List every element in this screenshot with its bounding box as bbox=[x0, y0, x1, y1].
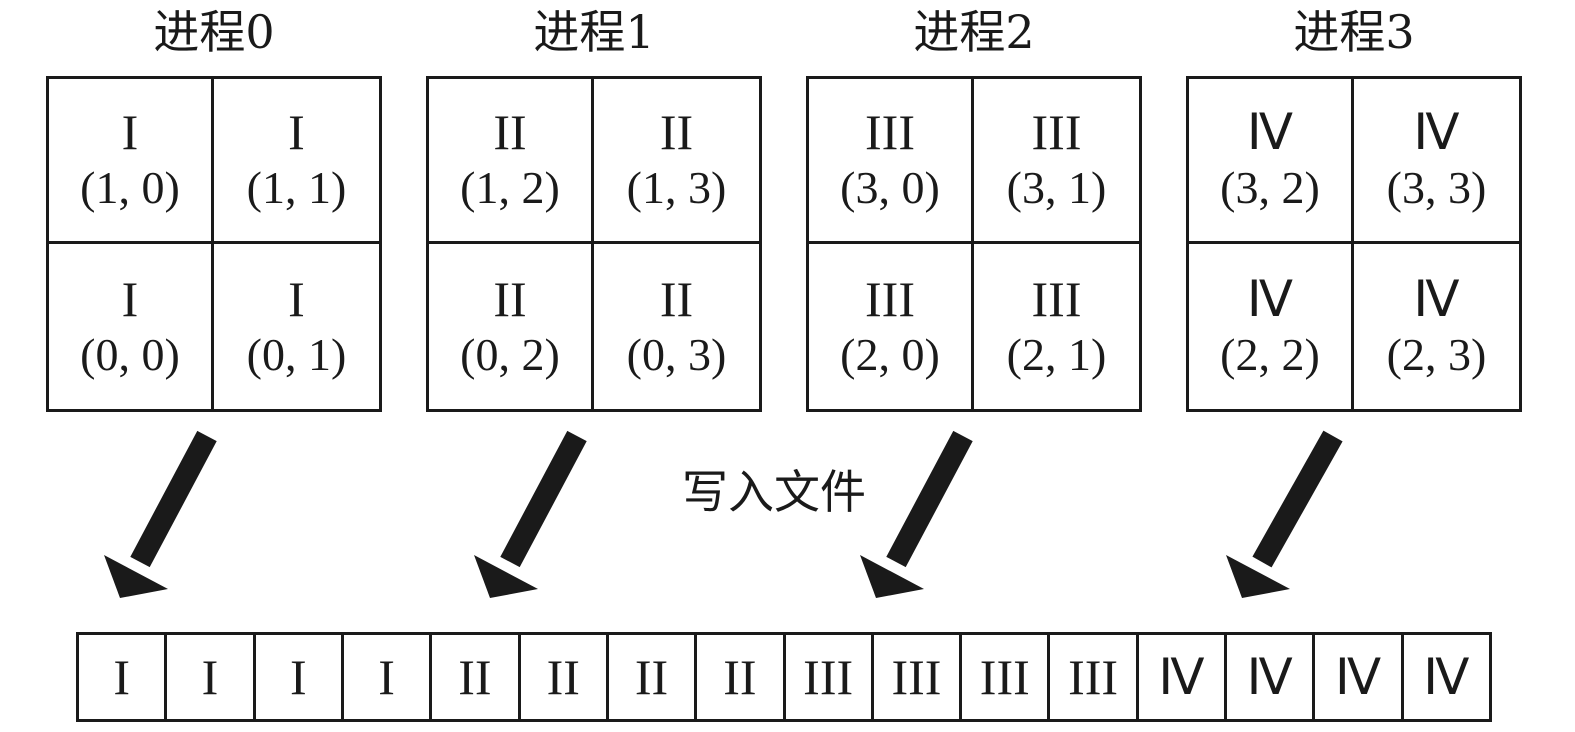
block-label: I bbox=[288, 104, 305, 160]
grid-cell: Ⅳ (3, 2) bbox=[1189, 79, 1354, 244]
arrow-down-left-icon bbox=[860, 430, 973, 598]
block-label: Ⅳ bbox=[1413, 104, 1460, 160]
process-title-1: 进程1 bbox=[533, 5, 655, 59]
process-grid-2: III (3, 0) III (3, 1) III (2, 0) III (2,… bbox=[806, 76, 1142, 412]
file-cell: I bbox=[167, 635, 256, 719]
block-label: II bbox=[493, 104, 527, 160]
block-coord: (0, 2) bbox=[460, 328, 560, 380]
block-label: II bbox=[493, 270, 527, 327]
block-coord: (1, 1) bbox=[246, 162, 347, 213]
grid-cell: Ⅳ (2, 3) bbox=[1354, 244, 1519, 409]
block-coord: (3, 2) bbox=[1220, 162, 1320, 213]
process-title-0: 进程0 bbox=[153, 5, 275, 59]
grid-cell: III (2, 1) bbox=[974, 244, 1139, 409]
block-coord: (2, 3) bbox=[1386, 328, 1487, 380]
block-coord: (2, 2) bbox=[1220, 328, 1320, 380]
grid-cell: II (1, 3) bbox=[594, 79, 759, 244]
grid-cell: II (1, 2) bbox=[429, 79, 594, 244]
file-cell: I bbox=[344, 635, 433, 719]
block-label: Ⅳ bbox=[1413, 270, 1460, 327]
file-cell: Ⅳ bbox=[1315, 635, 1404, 719]
block-label: III bbox=[865, 270, 915, 327]
process-title-2: 进程2 bbox=[913, 5, 1035, 59]
block-coord: (3, 0) bbox=[840, 162, 940, 213]
block-label: I bbox=[121, 270, 139, 327]
file-cell: III bbox=[786, 635, 874, 719]
file-cell: Ⅳ bbox=[1423, 649, 1470, 705]
grid-cell: III (3, 0) bbox=[809, 79, 974, 244]
file-cell: I bbox=[256, 635, 344, 719]
block-coord: (1, 3) bbox=[626, 162, 727, 213]
file-cell: III bbox=[874, 635, 963, 719]
block-label: I bbox=[121, 104, 139, 160]
block-label: Ⅳ bbox=[1246, 104, 1294, 160]
block-coord: (2, 0) bbox=[840, 328, 940, 380]
block-coord: (0, 3) bbox=[626, 328, 727, 380]
write-to-file-label: 写入文件 bbox=[682, 465, 866, 519]
block-coord: (0, 1) bbox=[246, 328, 347, 380]
block-label: I bbox=[288, 270, 305, 327]
grid-cell: II (0, 2) bbox=[429, 244, 594, 409]
process-grid-3: Ⅳ (3, 2) Ⅳ (3, 3) Ⅳ (2, 2) Ⅳ (2, 3) bbox=[1186, 76, 1522, 412]
block-coord: (3, 1) bbox=[1006, 162, 1107, 213]
grid-cell: Ⅳ (3, 3) bbox=[1354, 79, 1519, 244]
file-cell: Ⅳ bbox=[1227, 635, 1316, 719]
block-coord: (2, 1) bbox=[1006, 328, 1107, 380]
arrow-down-left-icon bbox=[474, 430, 587, 598]
grid-cell: III (2, 0) bbox=[809, 244, 974, 409]
grid-cell: II (0, 3) bbox=[594, 244, 759, 409]
block-label: III bbox=[1031, 104, 1082, 160]
grid-cell: I (1, 0) bbox=[49, 79, 214, 244]
block-label: III bbox=[865, 104, 915, 160]
process-grid-0: I (1, 0) I (1, 1) I (0, 0) I (0, 1) bbox=[46, 76, 382, 412]
grid-cell: I (0, 1) bbox=[214, 244, 379, 409]
block-coord: (1, 0) bbox=[80, 162, 180, 213]
grid-cell: III (3, 1) bbox=[974, 79, 1139, 244]
file-cell: I bbox=[79, 635, 168, 719]
file-cell: II bbox=[609, 635, 698, 719]
file-cell: II bbox=[521, 635, 609, 719]
arrow-down-left-icon bbox=[104, 430, 217, 598]
file-cell: II bbox=[697, 635, 786, 719]
block-label: II bbox=[659, 104, 694, 160]
grid-cell: I (0, 0) bbox=[49, 244, 214, 409]
block-label: II bbox=[659, 270, 694, 327]
block-label: III bbox=[1031, 270, 1082, 327]
file-cell: III bbox=[962, 635, 1051, 719]
block-coord: (1, 2) bbox=[460, 162, 560, 213]
file-cell: Ⅳ bbox=[1139, 635, 1228, 719]
block-coord: (3, 3) bbox=[1386, 162, 1487, 213]
block-label: Ⅳ bbox=[1246, 270, 1294, 327]
block-coord: (0, 0) bbox=[80, 328, 180, 380]
grid-cell: I (1, 1) bbox=[214, 79, 379, 244]
process-title-3: 进程3 bbox=[1293, 5, 1415, 59]
arrow-down-left-icon bbox=[1226, 430, 1343, 598]
file-bar: I I I I II II II II III III III III Ⅳ Ⅳ … bbox=[76, 632, 1492, 722]
file-cell: III bbox=[1050, 635, 1139, 719]
grid-cell: Ⅳ (2, 2) bbox=[1189, 244, 1354, 409]
process-grid-1: II (1, 2) II (1, 3) II (0, 2) II (0, 3) bbox=[426, 76, 762, 412]
file-cell: II bbox=[432, 635, 521, 719]
